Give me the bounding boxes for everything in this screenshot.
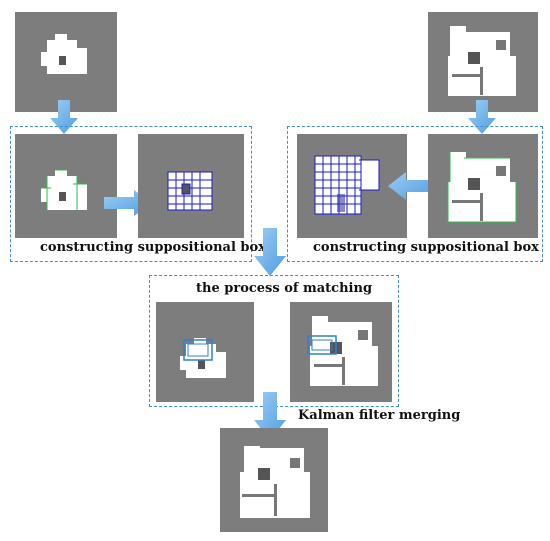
left-edge-map — [15, 134, 117, 238]
right-suppositional-box-map — [297, 134, 407, 238]
right-group-frame — [287, 126, 543, 262]
right-group-label: constructing suppositional box — [313, 240, 539, 255]
source-map-2 — [428, 12, 538, 112]
down-arrow-icon — [468, 100, 496, 134]
source-map-1 — [15, 12, 117, 112]
matching-map-1 — [156, 302, 254, 402]
right-edge-map — [428, 134, 538, 238]
left-group-label: constructing suppositional box — [40, 240, 266, 255]
left-arrow-icon — [388, 172, 434, 200]
matching-group-label: the process of matching — [196, 281, 373, 296]
matching-map-2 — [290, 302, 392, 402]
left-suppositional-box-map — [138, 134, 244, 238]
left-group-frame — [10, 126, 252, 262]
down-arrow-icon — [50, 100, 78, 134]
merged-map — [220, 428, 328, 532]
merge-step-label: Kalman filter merging — [298, 408, 461, 423]
down-arrow-icon — [254, 228, 286, 276]
